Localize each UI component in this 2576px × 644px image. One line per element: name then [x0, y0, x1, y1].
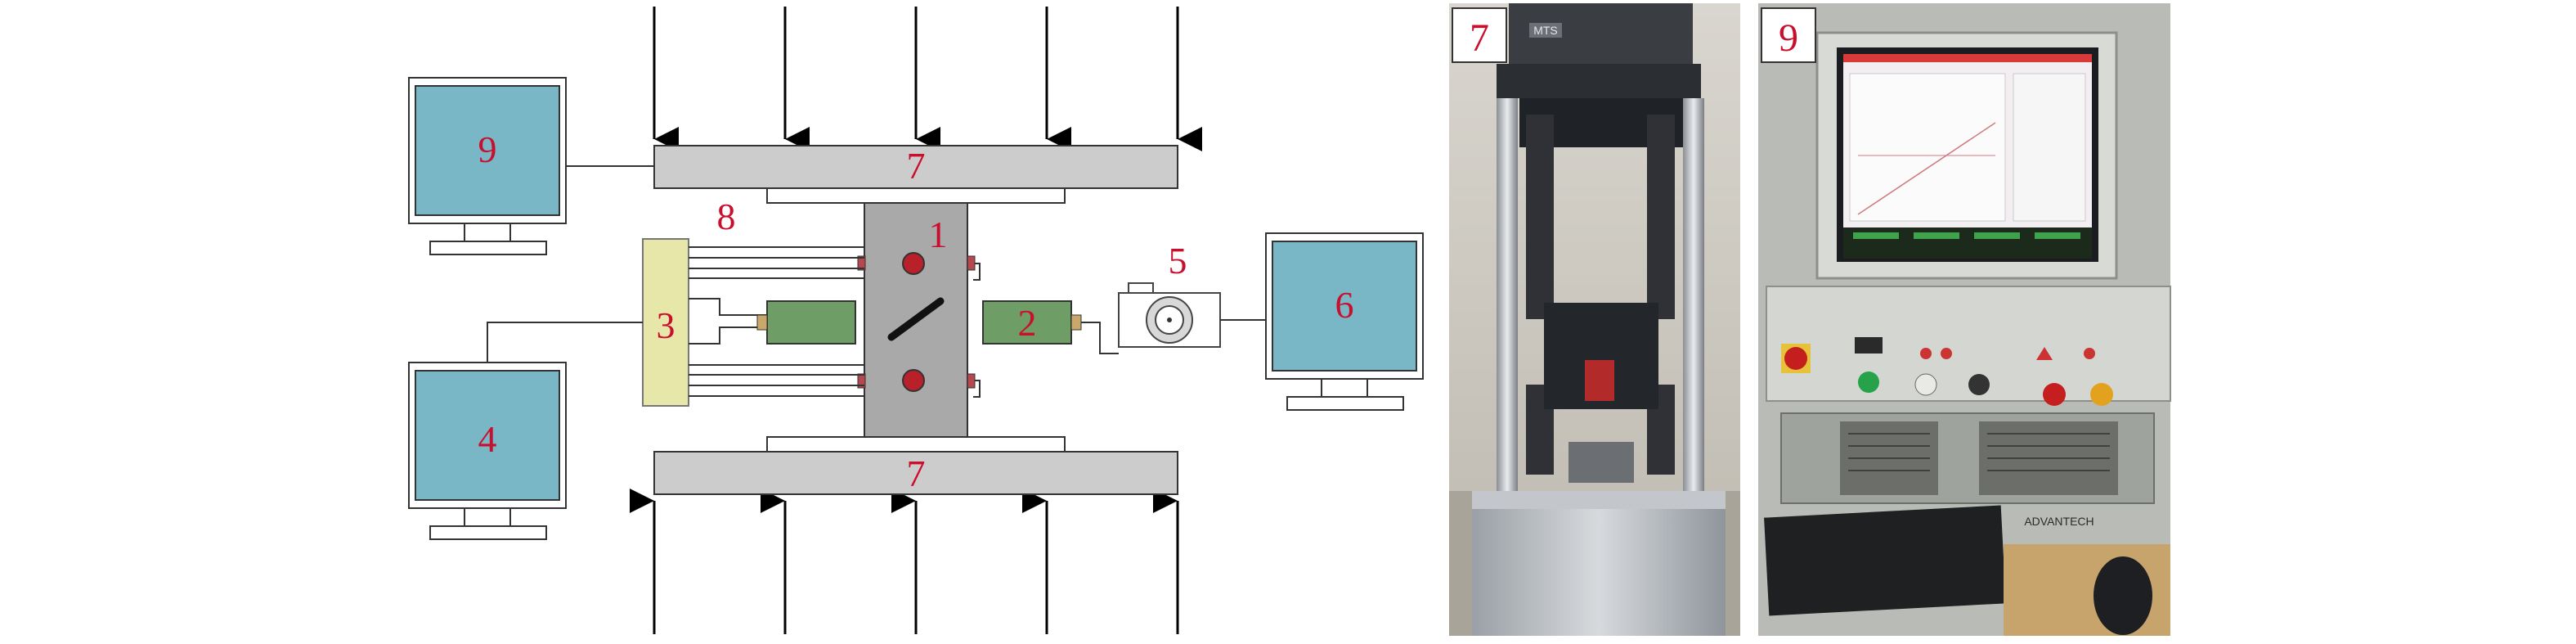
bottom-platen	[653, 451, 1178, 495]
strain-gauge-clips	[857, 255, 976, 389]
specimen-label: 1	[929, 214, 948, 255]
sensor-dot-top	[902, 252, 925, 275]
camera-monitor-label: 6	[1335, 284, 1354, 326]
console-photo-tag: 9	[1779, 16, 1798, 60]
console-keyboard-brand: ADVANTECH	[2024, 515, 2094, 528]
start-button-icon	[1858, 372, 1879, 393]
schematic-diagram: 7 7 1 3	[408, 7, 1424, 634]
acquisition-unit	[642, 238, 689, 407]
lvdt-right-cap	[1070, 314, 1082, 331]
machine-brand: MTS	[1533, 24, 1558, 37]
machine-photo-tag-box	[1452, 7, 1507, 63]
camera-icon	[1118, 282, 1221, 348]
top-platen-label: 7	[907, 145, 926, 187]
lvdt-left-cap	[756, 314, 768, 331]
gauge-wires	[689, 246, 864, 397]
bottom-platen-label: 7	[907, 453, 926, 494]
camera-label: 5	[1169, 240, 1187, 281]
lvdt-wire	[1081, 322, 1119, 354]
photo-control-console: ADVANTECH 9	[1758, 3, 2171, 636]
lvdt-left	[766, 300, 856, 345]
acquisition-unit-label: 3	[657, 304, 675, 346]
acquisition-monitor-label: 4	[478, 418, 497, 460]
acquisition-monitor	[408, 362, 567, 540]
console-mouse	[2094, 556, 2152, 635]
machine-photo-tag: 7	[1470, 16, 1489, 60]
bottom-bearing-plate	[766, 436, 1066, 452]
load-arrows-top	[653, 7, 1202, 151]
emergency-stop-icon	[1784, 347, 1807, 370]
gauge-leads-right	[973, 263, 981, 398]
top-bearing-plate	[766, 188, 1066, 204]
sensor-dot-bottom	[902, 369, 925, 392]
acquisition-monitor-wire	[487, 322, 643, 363]
photo-testing-machine: MTS 7	[1449, 3, 1740, 636]
console-keyboard	[1764, 505, 2006, 616]
lvdt-label: 2	[1018, 302, 1037, 344]
gauges-label: 8	[717, 196, 736, 237]
lead-screws	[1526, 115, 1675, 475]
machine-badge	[1529, 23, 1562, 38]
camera-monitor	[1265, 232, 1424, 411]
top-platen	[653, 145, 1178, 189]
loader-monitor	[408, 77, 567, 255]
loader-monitor-label: 9	[478, 128, 497, 170]
load-arrows-bottom	[630, 489, 1179, 634]
specimen-crack	[887, 297, 945, 341]
console-photo-tag-box	[1761, 7, 1816, 63]
